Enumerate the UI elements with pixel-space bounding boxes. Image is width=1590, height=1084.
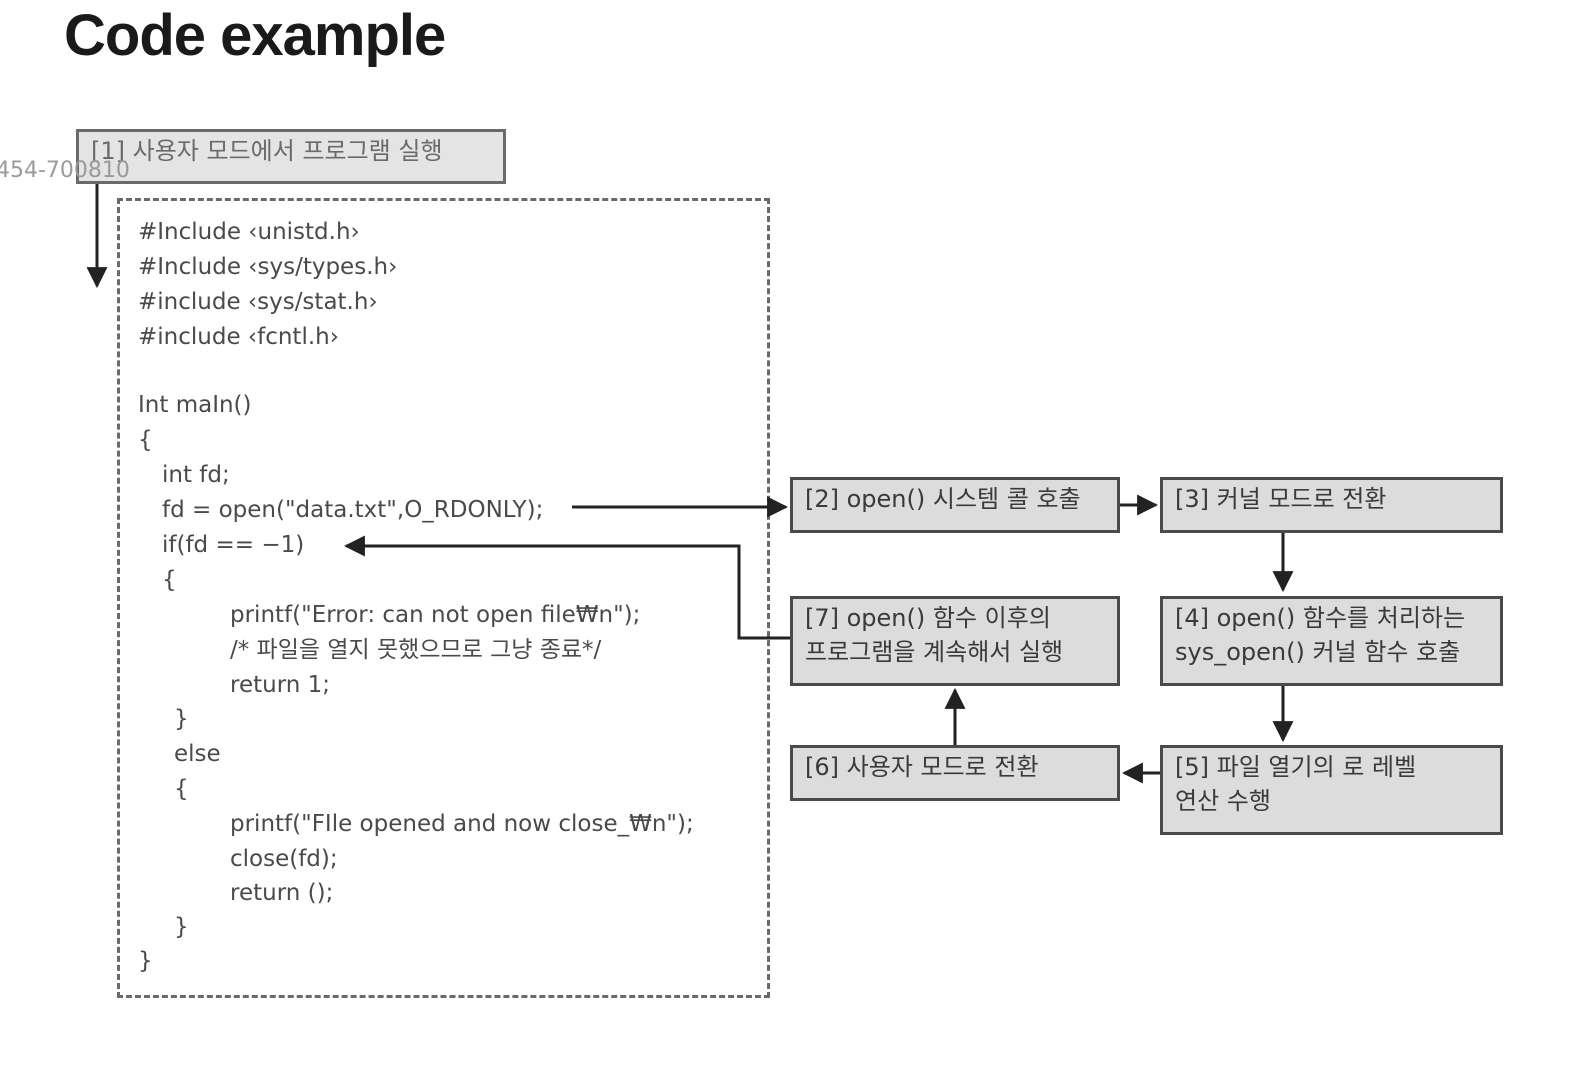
step-6-box: [6] 사용자 모드로 전환 xyxy=(790,745,1120,801)
step-6-label: [6] 사용자 모드로 전환 xyxy=(805,753,1039,781)
code-line: printf("FIle opened and now close_₩n"); xyxy=(230,811,694,837)
code-line: if(fd == −1) xyxy=(162,532,305,558)
code-line: #include ‹sys/stat.h› xyxy=(138,289,378,315)
code-line: int fd; xyxy=(162,462,230,488)
code-line: return 1; xyxy=(230,672,331,698)
page-title: Code example xyxy=(64,3,446,68)
step-1-box: [1] 사용자 모드에서 프로그램 실행 xyxy=(76,129,506,184)
code-line: close(fd); xyxy=(230,846,338,872)
step-3-label: [3] 커널 모드로 전환 xyxy=(1175,485,1387,513)
step-4-label-line1: [4] open() 함수를 처리하는 xyxy=(1175,604,1466,632)
code-line: { xyxy=(138,427,153,453)
code-line: #Include ‹unistd.h› xyxy=(138,219,360,245)
step-2-label: [2] open() 시스템 콜 호출 xyxy=(805,485,1081,513)
code-line: fd = open("data.txt",O_RDONLY); xyxy=(162,497,544,523)
step-3-box: [3] 커널 모드로 전환 xyxy=(1160,477,1503,533)
code-line: { xyxy=(174,776,189,802)
code-line: else xyxy=(174,741,221,767)
step-5-box: [5] 파일 열기의 로 레벨 연산 수행 xyxy=(1160,745,1503,835)
code-line: { xyxy=(162,567,177,593)
step-7-label-line1: [7] open() 함수 이후의 xyxy=(805,604,1051,632)
step-2-box: [2] open() 시스템 콜 호출 xyxy=(790,477,1120,533)
code-line: } xyxy=(174,914,189,940)
code-line: /* 파일을 열지 못했으므로 그냥 종료*/ xyxy=(230,637,602,663)
step-1-label: [1] 사용자 모드에서 프로그램 실행 xyxy=(91,137,443,165)
code-line: #Include ‹sys/types.h› xyxy=(138,254,398,280)
code-line: Int maIn() xyxy=(138,392,252,418)
code-line: } xyxy=(138,948,153,974)
step-4-label-line2: sys_open() 커널 함수 호출 xyxy=(1175,638,1461,666)
step-7-box: [7] open() 함수 이후의 프로그램을 계속해서 실행 xyxy=(790,596,1120,686)
arrow-step7-to-if xyxy=(343,535,790,640)
code-line: printf("Error: can not open file₩n"); xyxy=(230,602,641,628)
code-line: return (); xyxy=(230,880,334,906)
step-5-label-line2: 연산 수행 xyxy=(1175,787,1271,815)
step-7-label-line2: 프로그램을 계속해서 실행 xyxy=(805,638,1064,666)
code-line: #include ‹fcntl.h› xyxy=(138,324,339,350)
watermark: 454-700810 xyxy=(0,158,130,183)
step-4-box: [4] open() 함수를 처리하는 sys_open() 커널 함수 호출 xyxy=(1160,596,1503,686)
step-5-label-line1: [5] 파일 열기의 로 레벨 xyxy=(1175,753,1417,781)
code-block xyxy=(117,198,770,998)
code-line: } xyxy=(174,706,189,732)
